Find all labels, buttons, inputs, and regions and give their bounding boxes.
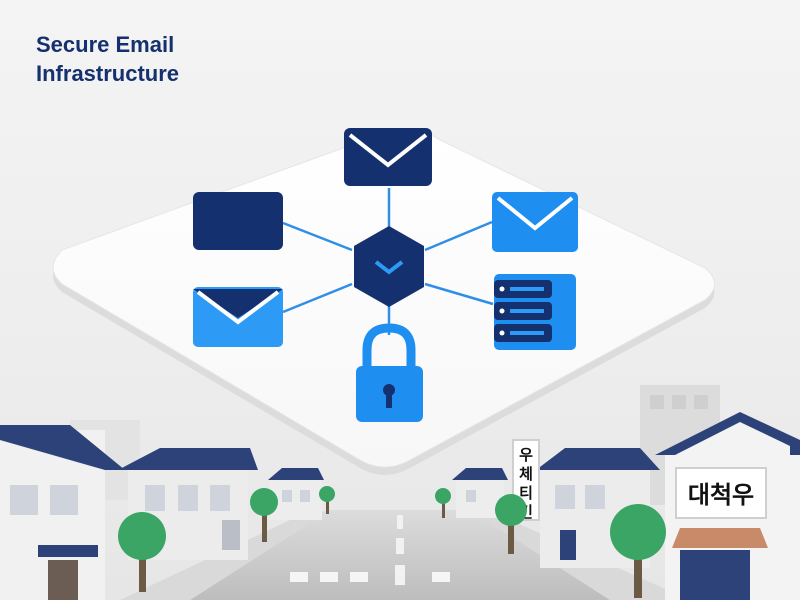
network-connections xyxy=(282,188,494,335)
tree-right-middle xyxy=(495,494,527,554)
hub-icon xyxy=(354,226,424,307)
shop-sign-text: 대척우 xyxy=(688,481,754,509)
tree-right-front xyxy=(610,504,666,598)
title-line-1: Secure Email xyxy=(36,32,175,57)
page-title: Secure Email Infrastructure xyxy=(36,30,336,88)
mail-icon-top xyxy=(344,128,432,186)
house-left-back xyxy=(268,468,324,520)
vertical-sign-char-1: 우 xyxy=(519,446,533,464)
vertical-sign-char-3: 티 xyxy=(519,484,533,502)
tree-left-middle xyxy=(250,488,278,542)
mail-icon-left xyxy=(193,287,283,347)
vertical-sign-char-2: 체 xyxy=(519,465,533,483)
padlock-icon xyxy=(356,323,423,422)
tree-right-back xyxy=(435,488,451,518)
server-icon xyxy=(494,274,576,350)
tree-left-back xyxy=(319,486,335,514)
shop-sign xyxy=(675,467,767,519)
house-left-front xyxy=(0,425,125,600)
mail-icon-right xyxy=(492,192,578,252)
title-line-2: Infrastructure xyxy=(36,61,180,86)
house-left-middle xyxy=(118,448,258,560)
folder-icon xyxy=(193,192,283,250)
shop-building: 대척우 xyxy=(655,412,800,600)
tree-left-front xyxy=(118,512,166,592)
